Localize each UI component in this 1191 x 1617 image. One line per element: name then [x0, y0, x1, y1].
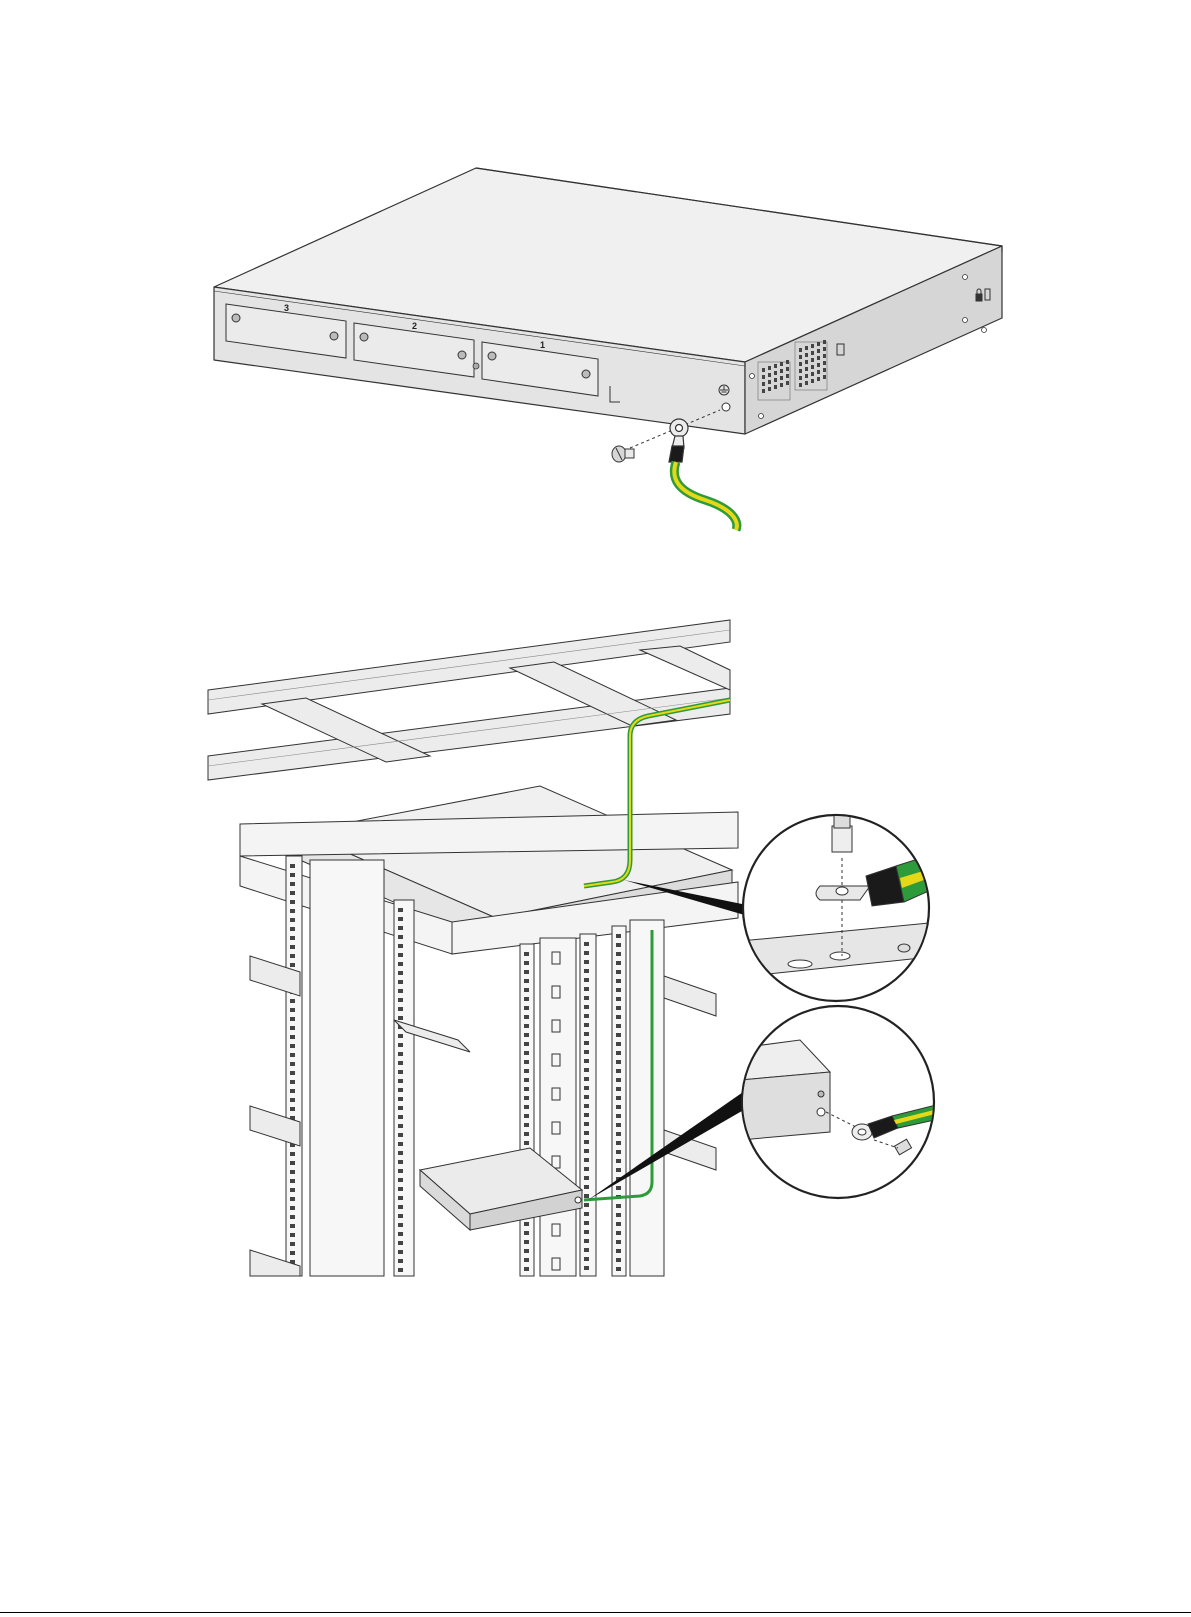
slot-1-label: 1: [540, 340, 545, 350]
ring-lug: [669, 419, 688, 462]
grounding-hole: [722, 403, 730, 411]
detail-circle-bottom: [740, 1006, 944, 1198]
slot-2-label: 2: [412, 321, 417, 331]
grounding-cable: [674, 462, 737, 530]
detail-circle-top: [730, 814, 940, 1001]
router-grounding-figure: 3 2 1: [0, 0, 1191, 560]
rack-grounding-figure: [0, 600, 1191, 1280]
grounding-screw: [612, 446, 634, 462]
page-bottom-rule: [0, 1612, 1191, 1613]
slot-3-label: 3: [284, 303, 289, 313]
slot-divider-screw: [473, 363, 479, 369]
